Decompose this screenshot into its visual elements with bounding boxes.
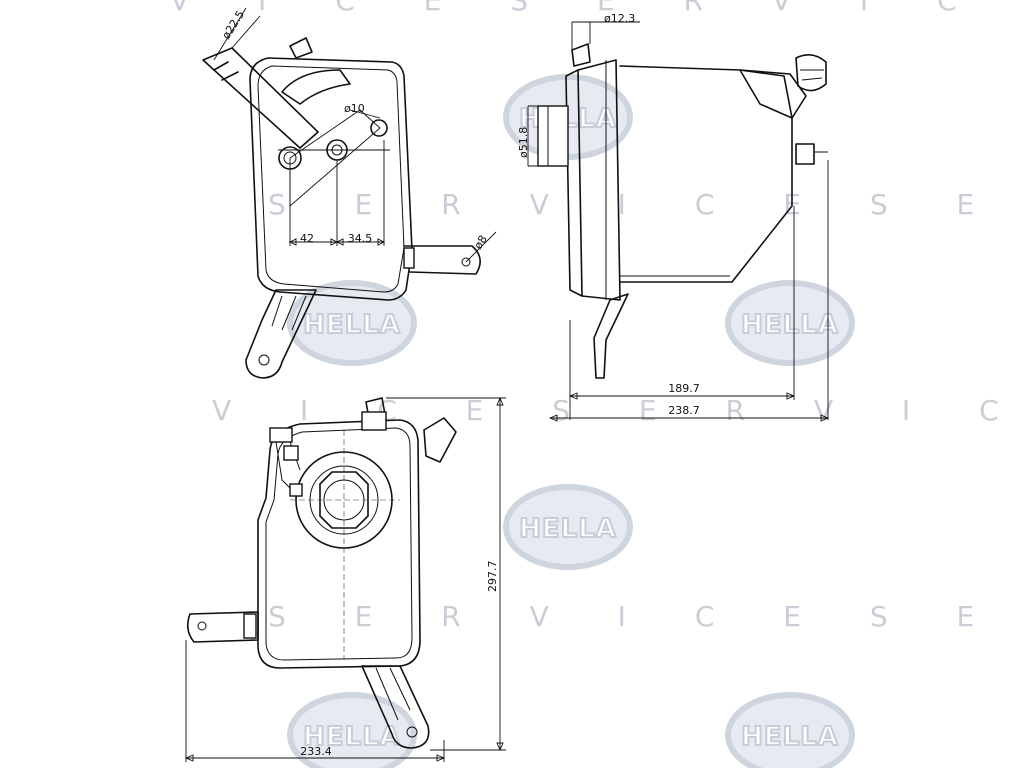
dimension-depth-total: 238.7 bbox=[668, 404, 700, 417]
dimension-port-diameter: ø10 bbox=[344, 102, 365, 115]
dimension-height: 297.7 bbox=[486, 561, 499, 593]
dimension-mount-hole: ø8 bbox=[472, 233, 490, 252]
watermark-service-text: V I C E S E R V I C bbox=[170, 0, 987, 17]
tank-view-front bbox=[184, 396, 506, 762]
watermark-service-text: S E R V I C E S E bbox=[268, 600, 1004, 633]
watermark-brand-text: HELLA bbox=[741, 722, 839, 752]
watermark-service-text: S E R V I C E S E bbox=[268, 188, 1004, 221]
dimension-depth-inner: 189.7 bbox=[668, 382, 700, 395]
watermark-brand-text: HELLA bbox=[519, 514, 617, 544]
watermark-brand-text: HELLA bbox=[303, 722, 401, 752]
dimension-offset-a: 42 bbox=[300, 232, 314, 245]
tank-view-side bbox=[527, 21, 830, 422]
tank-view-top-left bbox=[202, 7, 497, 379]
dimension-width: 233.4 bbox=[300, 745, 332, 758]
dimension-cap-diameter: ø51.8 bbox=[517, 127, 530, 158]
watermark-logo-top-left: HELLA bbox=[287, 280, 417, 366]
watermark-brand-text: HELLA bbox=[741, 310, 839, 340]
watermark-logo-bottom-right: HELLA bbox=[725, 692, 855, 768]
watermark-logo-center: HELLA bbox=[503, 484, 633, 570]
watermark-logo-right: HELLA bbox=[725, 280, 855, 366]
dimension-offset-b: 34.5 bbox=[348, 232, 373, 245]
dimension-small-port: ø12.3 bbox=[604, 12, 635, 25]
watermark-brand-text: HELLA bbox=[303, 310, 401, 340]
